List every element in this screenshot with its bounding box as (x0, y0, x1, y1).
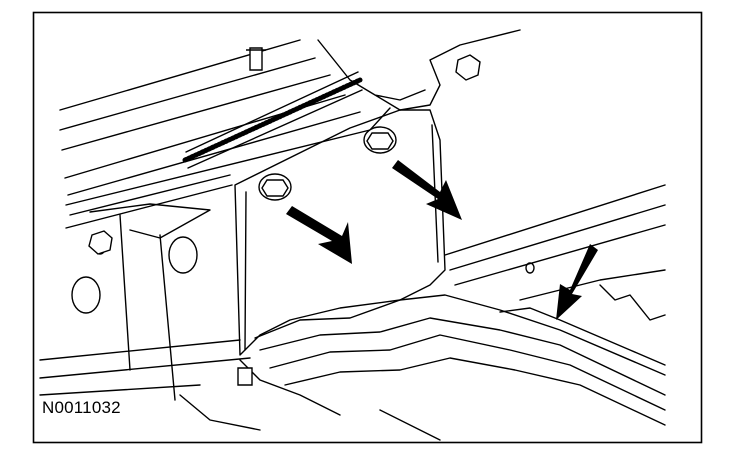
mounting-plate (234, 109, 446, 356)
fasteners (88, 47, 481, 386)
left-wall (119, 214, 176, 401)
lower-channel-ridges (259, 317, 666, 426)
callout-arrows (286, 160, 598, 320)
arrow-upper-bolt (392, 160, 462, 220)
threaded-rod (182, 71, 363, 169)
hole-left-2 (168, 236, 198, 274)
upper-rail-lines (59, 57, 361, 196)
right-rail (444, 184, 666, 301)
right-floor (599, 284, 666, 321)
top-bracket (317, 29, 521, 111)
right-rail-edge (499, 307, 666, 366)
left-clip (89, 203, 211, 239)
hole-left-1 (71, 276, 101, 314)
stud-top (246, 47, 266, 71)
figure-border (32, 11, 703, 444)
hole-right (525, 262, 535, 274)
stud-bottom (237, 367, 253, 386)
line-art (39, 29, 666, 441)
bolt-upper (363, 126, 397, 154)
bolt-left (88, 230, 113, 255)
arrow-right-rail (556, 244, 598, 320)
bolt-lower (258, 173, 292, 201)
upper-rail-lower-band (65, 174, 233, 229)
floor-lines (39, 339, 261, 431)
nut-top-right (455, 54, 481, 81)
arrow-lower-bolt (286, 206, 352, 264)
lower-channel-top (254, 294, 666, 376)
figure-id-label: N0011032 (40, 398, 123, 418)
